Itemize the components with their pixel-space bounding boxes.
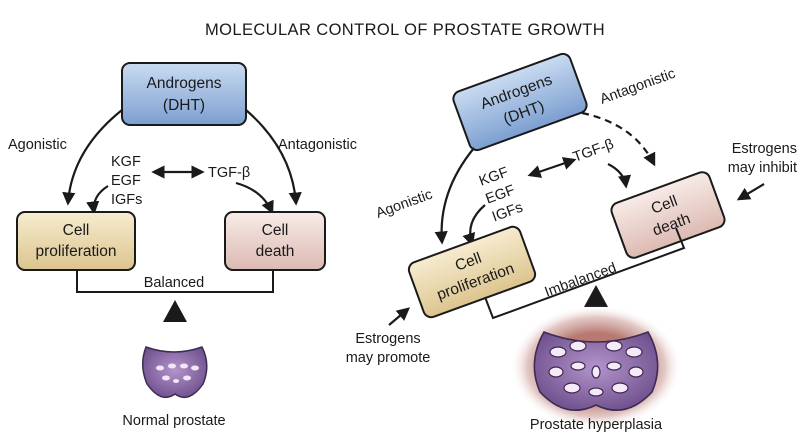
growth-factor-tgf-exchange-arrow <box>527 157 577 178</box>
estrogens-promote-arrow <box>388 307 411 326</box>
balanced-label: Balanced <box>144 275 204 291</box>
growth-factor-to-proliferation-arrow <box>462 204 486 247</box>
right-panel: Androgens (DHT) Antagonistic Agonistic K… <box>346 52 797 433</box>
androgens-box-left: Androgens (DHT) <box>121 62 247 126</box>
death-box-right: Cell death <box>610 171 726 259</box>
dht-label: (DHT) <box>163 97 205 114</box>
tgf-beta-label: TGF-β <box>571 136 616 165</box>
imbalanced-label: Imbalanced <box>543 260 619 301</box>
proliferation-label-line2: proliferation <box>36 243 117 260</box>
antagonistic-arrow <box>245 109 302 206</box>
death-label-line1: Cell <box>262 222 289 239</box>
normal-prostate-caption: Normal prostate <box>122 413 225 429</box>
agonistic-arrow <box>62 109 123 206</box>
balance-fulcrum <box>163 300 187 322</box>
growth-factor-to-proliferation-arrow <box>86 185 109 215</box>
proliferation-box-left: Cell proliferation <box>16 211 136 271</box>
agonistic-label: Agonistic <box>8 137 67 153</box>
tgf-to-death-arrow <box>607 163 632 189</box>
proliferation-box-right: Cell proliferation <box>407 225 537 319</box>
androgens-label: Androgens <box>147 75 222 92</box>
tgf-to-death-arrow <box>235 181 274 215</box>
estrogens-inhibit-arrow <box>736 183 765 201</box>
death-box-left: Cell death <box>224 211 326 271</box>
balance-fulcrum <box>584 285 608 307</box>
estrogens-promote-line1: Estrogens <box>355 331 420 347</box>
antagonistic-label: Antagonistic <box>278 137 357 153</box>
prostate-hyperplasia-image <box>510 305 682 429</box>
normal-prostate-image <box>142 346 208 399</box>
growth-factor-egf: EGF <box>111 173 141 189</box>
proliferation-label-line1: Cell <box>63 222 90 239</box>
estrogens-inhibit-line1: Estrogens <box>732 141 797 157</box>
death-label-line2: death <box>256 243 295 260</box>
agonistic-arrow <box>434 147 475 245</box>
agonistic-label: Agonistic <box>374 187 435 222</box>
left-panel: Androgens (DHT) Agonistic Antagonistic K… <box>8 62 357 429</box>
balance-beam <box>76 270 274 293</box>
balance-beam-tilted <box>484 227 686 320</box>
growth-factor-kgf: KGF <box>111 154 141 170</box>
estrogens-inhibit-line2: may inhibit <box>728 160 797 176</box>
tgf-beta-label: TGF-β <box>208 165 250 181</box>
growth-factor-igfs: IGFs <box>111 192 142 208</box>
prostate-hyperplasia-caption: Prostate hyperplasia <box>530 417 663 433</box>
antagonistic-label: Antagonistic <box>598 66 678 108</box>
androgens-box-right: Androgens (DHT) <box>452 52 588 152</box>
estrogens-promote-line2: may promote <box>346 350 431 366</box>
diagram-title: MOLECULAR CONTROL OF PROSTATE GROWTH <box>205 21 605 39</box>
